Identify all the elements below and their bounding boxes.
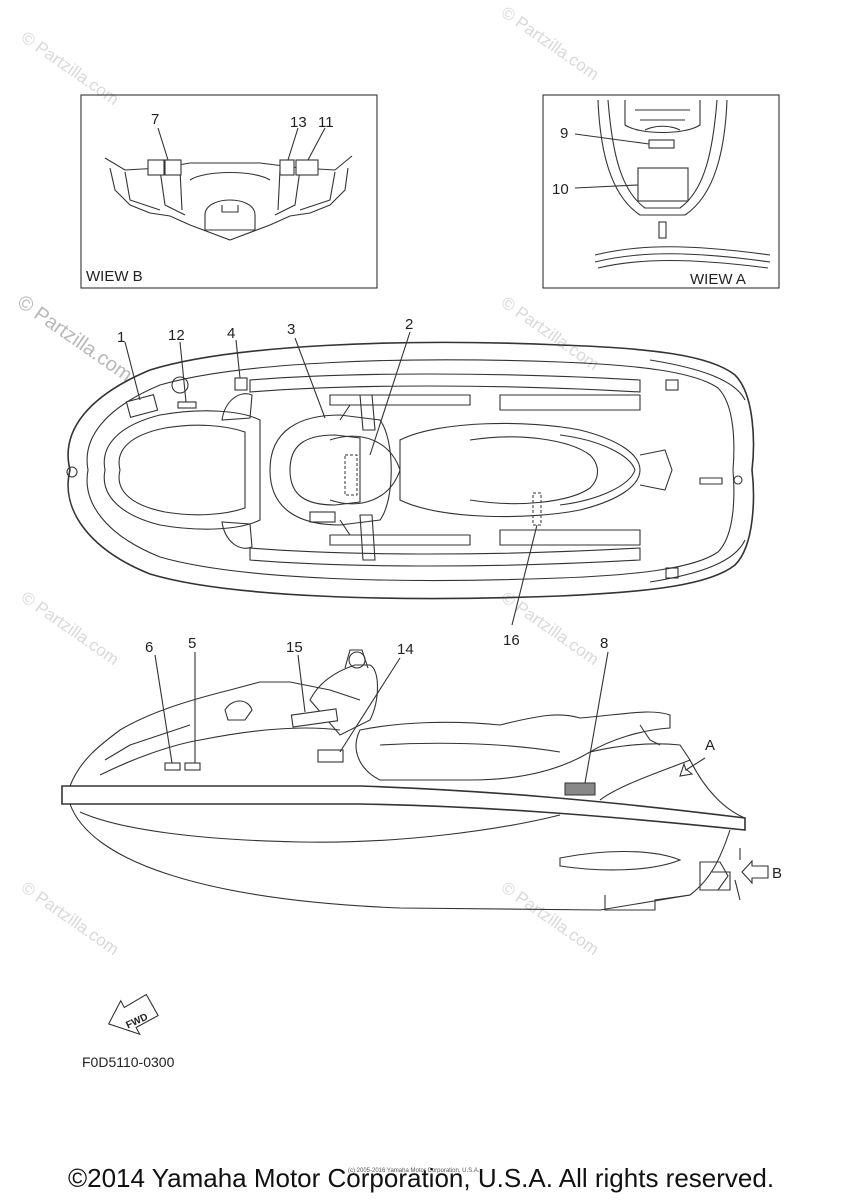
callout-14: 14 (397, 641, 414, 658)
fwd-arrow-icon: FWD (107, 993, 159, 1036)
callout-4: 4 (227, 325, 235, 342)
watermark: © Partzilla.com (498, 3, 603, 84)
part-code: F0D5110-0300 (82, 1054, 175, 1070)
view-b-label: WIEW B (86, 268, 143, 285)
view-a-label: WIEW A (690, 271, 746, 288)
footer-copyright: ©2014 Yamaha Motor Corporation, U.S.A. A… (67, 1163, 775, 1193)
watermark: © Partzilla.com (18, 28, 123, 109)
callout-6: 6 (145, 639, 153, 656)
callout-3: 3 (287, 321, 295, 338)
view-b-panel: 7 13 11 WIEW B (80, 94, 378, 289)
arrow-b-label: B (772, 865, 782, 882)
callout-9: 9 (560, 125, 568, 142)
callout-12: 12 (168, 327, 185, 344)
callout-10: 10 (552, 181, 569, 198)
callout-8: 8 (600, 635, 608, 652)
watermark: © Partzilla.com (18, 588, 123, 669)
callout-1: 1 (117, 329, 125, 346)
callout-11: 11 (318, 114, 334, 131)
arrow-a-label: A (705, 737, 715, 754)
callout-13: 13 (290, 114, 307, 131)
callout-2: 2 (405, 316, 413, 333)
top-view-hull: 1 12 4 3 2 16 (66, 316, 755, 649)
view-a-arrow (679, 757, 706, 777)
watermark: © Partzilla.com (498, 588, 603, 669)
view-b-arrow (741, 859, 769, 885)
watermark-layer: © Partzilla.com © Partzilla.com © Partzi… (13, 3, 602, 959)
callout-15: 15 (286, 639, 303, 656)
callout-7: 7 (151, 111, 159, 128)
watermark: © Partzilla.com (498, 878, 603, 959)
callout-5: 5 (188, 635, 196, 652)
callout-16: 16 (503, 632, 520, 649)
tiny-notice: (c) 2005-2016 Yamaha Motor Corporation, … (348, 1168, 480, 1174)
side-view-hull: 6 5 15 14 8 A B (61, 635, 782, 911)
view-a-panel: 9 10 WIEW A (542, 94, 780, 289)
watermark: © Partzilla.com (18, 878, 123, 959)
